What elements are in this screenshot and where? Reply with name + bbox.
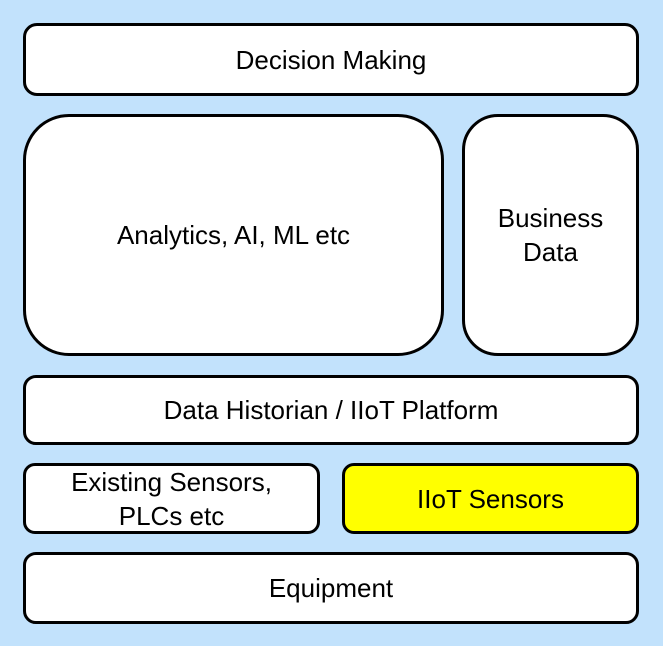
business-data-box: Business Data xyxy=(462,114,639,356)
data-historian-box: Data Historian / IIoT Platform xyxy=(23,375,639,445)
existing-sensors-label: Existing Sensors, PLCs etc xyxy=(71,465,272,533)
iiot-sensors-label: IIoT Sensors xyxy=(417,483,564,514)
existing-sensors-box: Existing Sensors, PLCs etc xyxy=(23,463,320,534)
existing-sensors-label-line2: PLCs etc xyxy=(118,500,225,531)
existing-sensors-label-line1: Existing Sensors, xyxy=(71,466,272,497)
analytics-label: Analytics, AI, ML etc xyxy=(116,220,351,250)
business-data-label: Business Data xyxy=(498,201,604,269)
analytics-box: Analytics, AI, ML etc xyxy=(23,114,444,356)
business-data-label-line1: Business xyxy=(497,203,604,233)
decision-making-box: Decision Making xyxy=(23,23,639,96)
data-historian-label: Data Historian / IIoT Platform xyxy=(163,395,499,425)
decision-making-label: Decision Making xyxy=(235,44,427,75)
equipment-box: Equipment xyxy=(23,552,639,624)
iiot-sensors-box: IIoT Sensors xyxy=(342,463,639,534)
equipment-label: Equipment xyxy=(268,573,394,603)
business-data-label-line2: Data xyxy=(523,237,578,267)
